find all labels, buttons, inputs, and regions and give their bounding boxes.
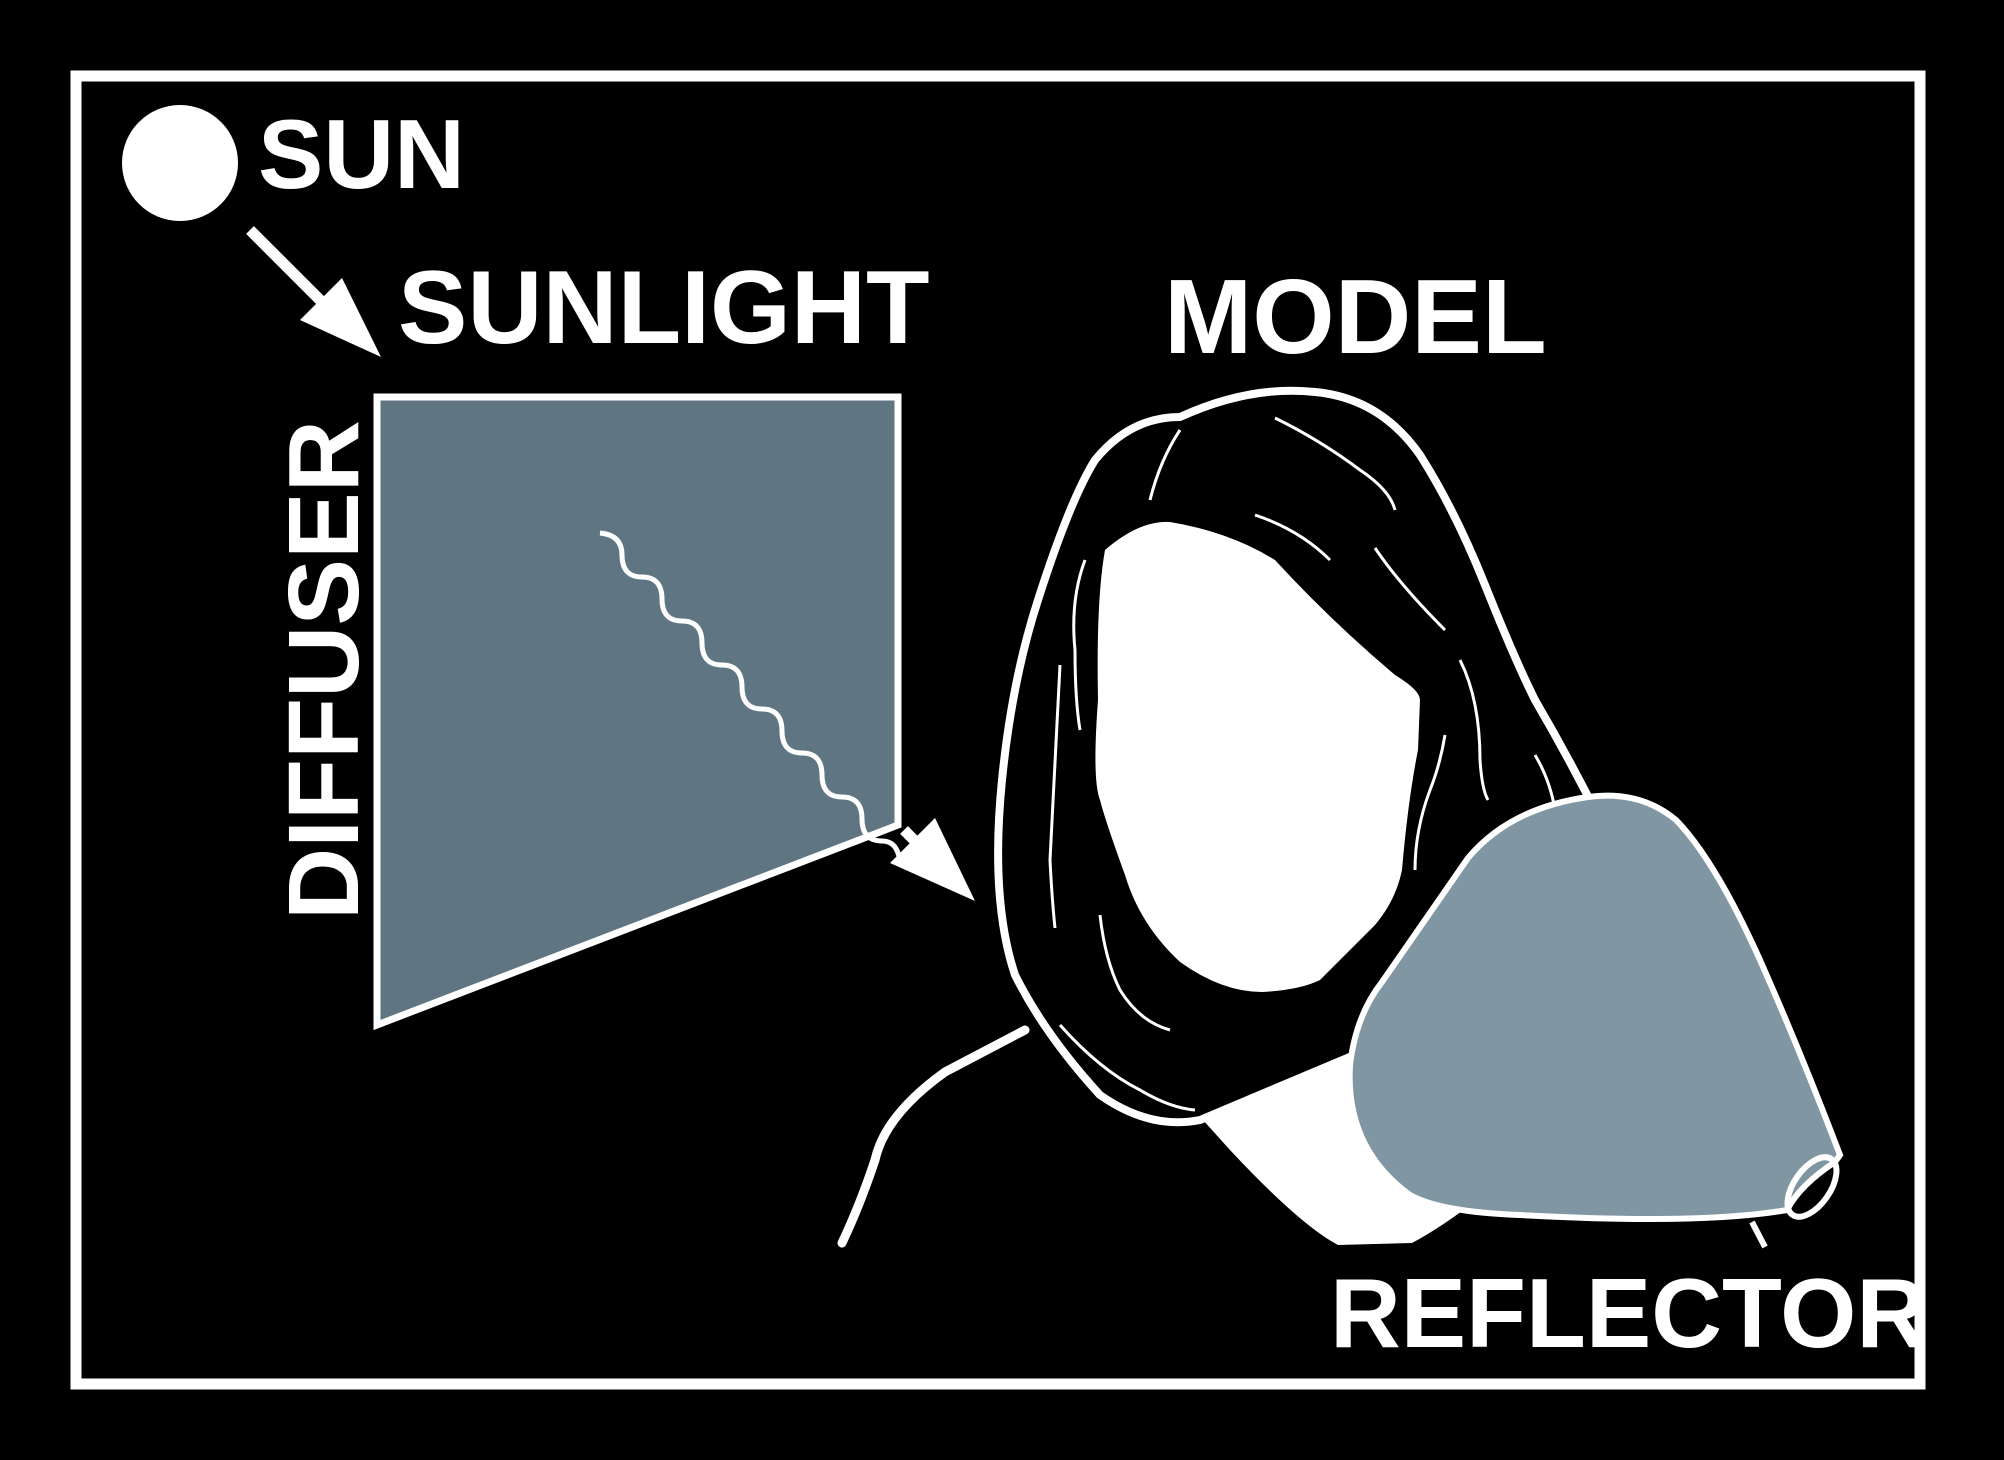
model-shoulder: [837, 1025, 1030, 1248]
model-face: [1095, 521, 1420, 992]
wavy-light-icon: [599, 530, 903, 864]
reflector-stand: [1749, 1220, 1768, 1249]
sun-label: SUN: [258, 99, 465, 209]
reflector-panel: [1346, 792, 1844, 1222]
sunlight-arrow-icon: [246, 226, 381, 357]
reflector-handle-ring: [1784, 1154, 1840, 1220]
diffuser-label: DIFFUSER: [268, 420, 380, 920]
frame-border: [70, 70, 1926, 1390]
diffuser-panel: [373, 393, 902, 1031]
reflector-label: REFLECTOR: [1330, 1258, 1927, 1368]
model-label: MODEL: [1164, 258, 1547, 376]
sun-icon: [122, 105, 238, 221]
diffused-light-arrow-icon: [890, 818, 975, 901]
sunlight-label: SUNLIGHT: [398, 250, 930, 366]
model-hair-strands: [1048, 416, 1557, 1112]
